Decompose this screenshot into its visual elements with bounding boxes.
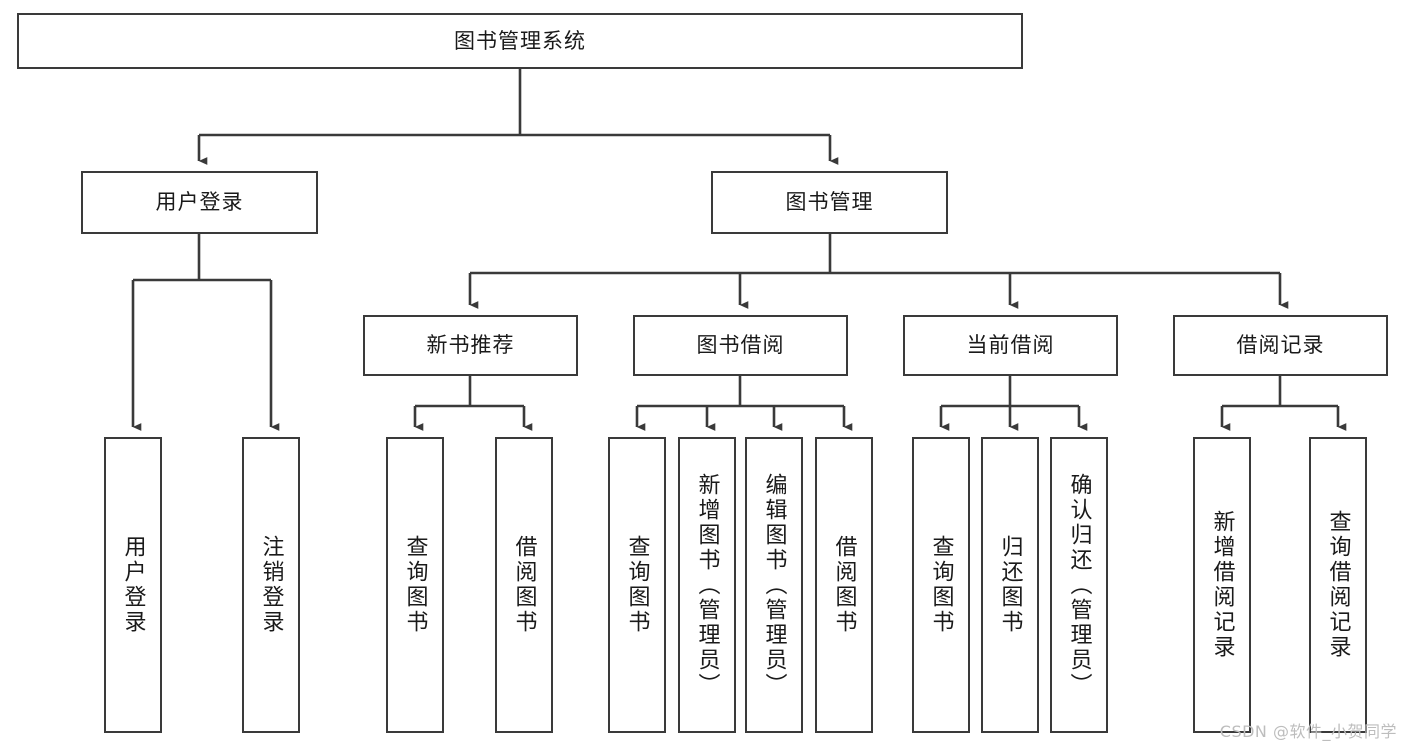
leaf-borrow-book-borrow[interactable]: 借阅图书 [815, 437, 873, 733]
node-label: 查询图书 [624, 535, 650, 635]
leaf-confirm-return-admin[interactable]: 确认归还（管理员） [1050, 437, 1108, 733]
node-label: 借阅图书 [831, 535, 857, 635]
leaf-query-book-borrow[interactable]: 查询图书 [608, 437, 666, 733]
leaf-return-book[interactable]: 归还图书 [981, 437, 1039, 733]
node-label: 编辑图书（管理员） [761, 472, 787, 698]
leaf-add-book-admin[interactable]: 新增图书（管理员） [678, 437, 736, 733]
node-borrow-record[interactable]: 借阅记录 [1173, 315, 1388, 376]
node-book-management-system[interactable]: 图书管理系统 [17, 13, 1023, 69]
node-label: 图书借阅 [696, 333, 785, 358]
node-label: 借阅图书 [511, 535, 537, 635]
node-label: 注销登录 [258, 535, 284, 635]
node-label: 图书管理 [785, 190, 874, 215]
leaf-add-borrow-record[interactable]: 新增借阅记录 [1193, 437, 1251, 733]
node-label: 新增图书（管理员） [694, 472, 720, 698]
node-label: 当前借阅 [966, 333, 1055, 358]
node-label: 用户登录 [155, 190, 244, 215]
node-label: 新书推荐 [426, 333, 515, 358]
csdn-watermark: CSDN @软件_小贺同学 [1219, 722, 1397, 741]
leaf-query-book-current[interactable]: 查询图书 [912, 437, 970, 733]
leaf-edit-book-admin[interactable]: 编辑图书（管理员） [745, 437, 803, 733]
node-label: 查询图书 [928, 535, 954, 635]
node-book-management[interactable]: 图书管理 [711, 171, 948, 234]
node-book-borrow[interactable]: 图书借阅 [633, 315, 848, 376]
leaf-query-book-recommend[interactable]: 查询图书 [386, 437, 444, 733]
node-label: 新增借阅记录 [1209, 510, 1235, 660]
node-label: 查询图书 [402, 535, 428, 635]
leaf-query-borrow-record[interactable]: 查询借阅记录 [1309, 437, 1367, 733]
node-label: 确认归还（管理员） [1066, 472, 1092, 698]
node-new-book-recommend[interactable]: 新书推荐 [363, 315, 578, 376]
node-label: 查询借阅记录 [1325, 510, 1351, 660]
node-label: 归还图书 [997, 535, 1023, 635]
node-label: 图书管理系统 [454, 28, 586, 53]
node-user-login[interactable]: 用户登录 [81, 171, 318, 234]
node-label: 用户登录 [120, 535, 146, 635]
leaf-user-login[interactable]: 用户登录 [104, 437, 162, 733]
leaf-logout-login[interactable]: 注销登录 [242, 437, 300, 733]
node-label: 借阅记录 [1236, 333, 1325, 358]
leaf-borrow-book-recommend[interactable]: 借阅图书 [495, 437, 553, 733]
node-current-borrow[interactable]: 当前借阅 [903, 315, 1118, 376]
